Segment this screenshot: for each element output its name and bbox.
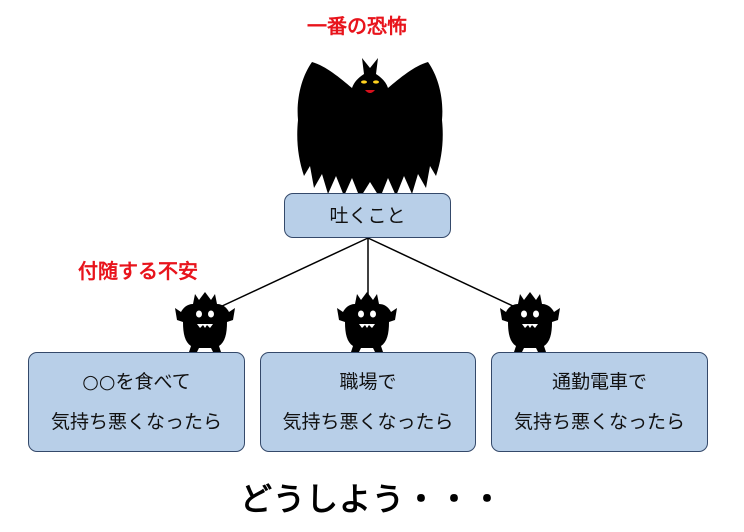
large-demon-silhouette-icon <box>297 58 443 198</box>
connector-line-right <box>367 237 531 315</box>
small-demon-silhouette-icon <box>337 292 397 352</box>
child-box-train: 通勤電車で 気持ち悪くなったら <box>491 352 708 452</box>
child-box-line1: 通勤電車で <box>551 371 647 393</box>
center-box-text: 吐くこと <box>329 204 406 227</box>
child-box-workplace: 職場で 気持ち悪くなったら <box>260 352 476 452</box>
center-box: 吐くこと <box>284 193 451 238</box>
connector-line-left <box>204 237 369 315</box>
child-box-line1: ○○を食べて <box>82 371 191 393</box>
child-box-line2: 気持ち悪くなったら <box>50 411 222 433</box>
child-box-food: ○○を食べて 気持ち悪くなったら <box>28 352 245 452</box>
small-demon-silhouette-icon <box>175 292 235 352</box>
side-label: 付随する不安 <box>78 259 198 283</box>
small-demon-silhouette-icon <box>500 292 560 352</box>
top-label: 一番の恐怖 <box>307 14 407 38</box>
child-box-line2: 気持ち悪くなったら <box>513 411 685 433</box>
child-box-line2: 気持ち悪くなったら <box>282 411 454 433</box>
child-box-line1: 職場で <box>339 371 397 393</box>
bottom-text: どうしよう・・・ <box>239 480 504 518</box>
